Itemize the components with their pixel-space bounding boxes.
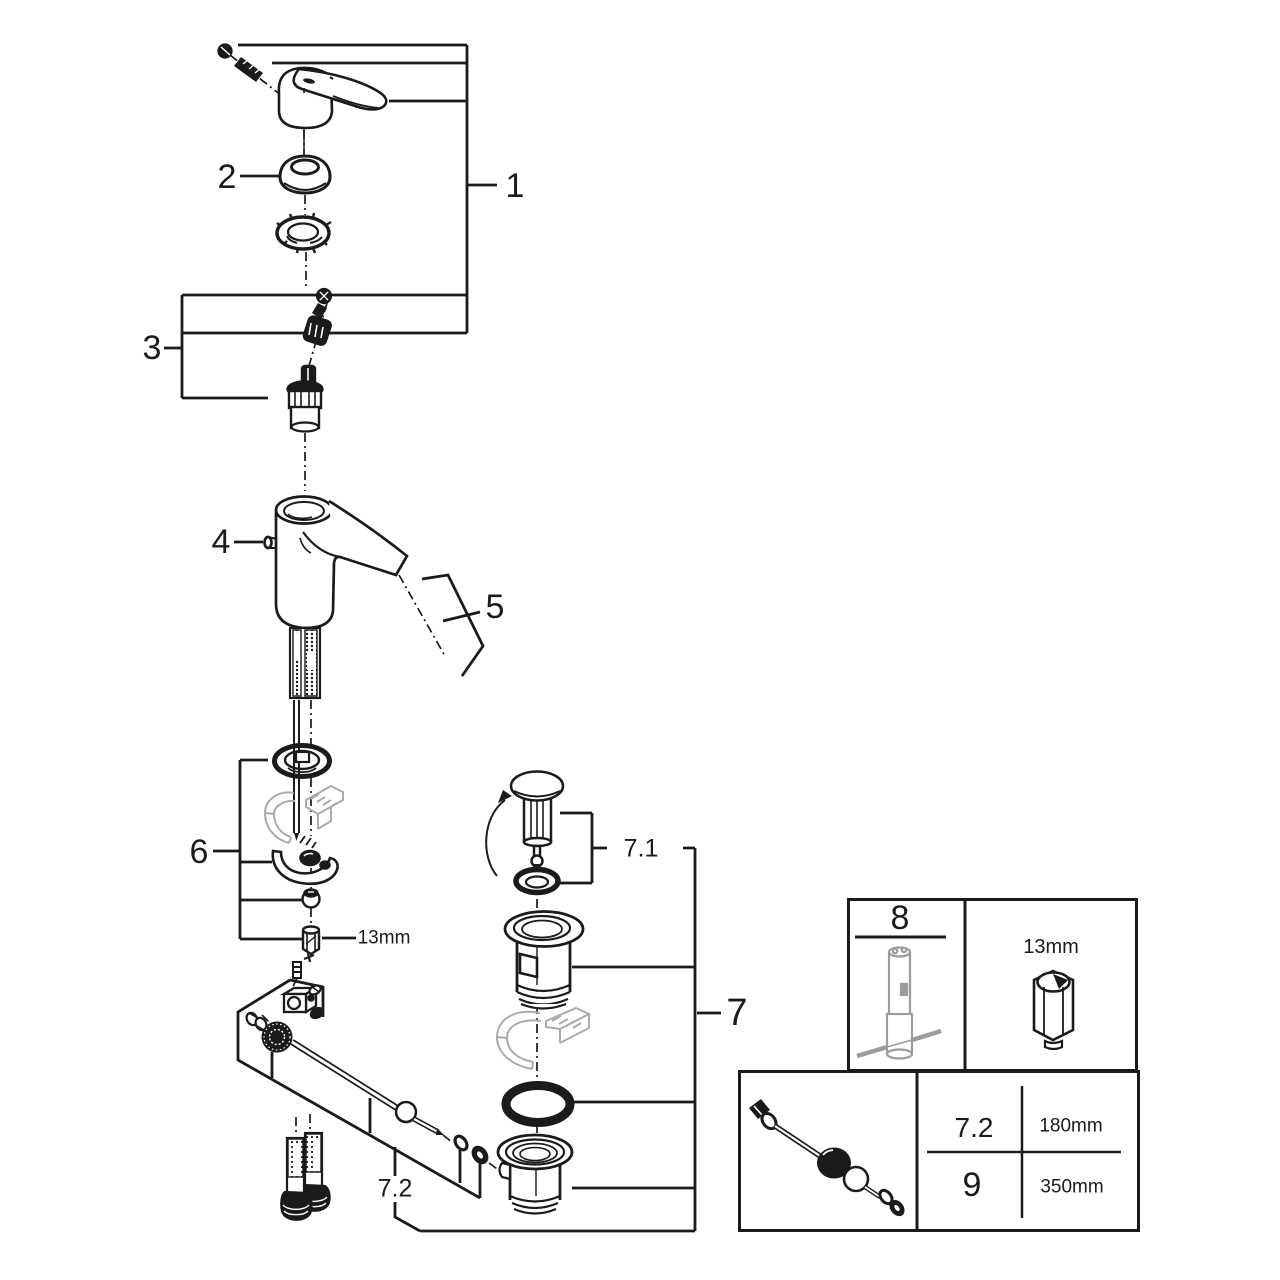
callout-1: 1 <box>505 167 525 205</box>
hex-socket-icon <box>1032 969 1075 1051</box>
rod-info-box <box>738 1070 1140 1232</box>
plug-seal-ring <box>513 866 561 896</box>
callout-5: 5 <box>485 588 505 626</box>
tool-box-part-number: 8 <box>890 899 910 937</box>
mounting-tool-icon <box>856 946 942 1060</box>
mounting-ring <box>275 212 332 254</box>
hex-sleeve <box>301 925 321 956</box>
callout-brackets <box>164 43 721 1233</box>
callout-4: 4 <box>211 523 231 561</box>
phantom-drain-body-upper <box>263 784 344 844</box>
rod-table-part-7-2: 7.2 <box>954 1112 994 1143</box>
phantom-drain-clamp-lower <box>495 1006 592 1070</box>
tool-box-socket-size: 13mm <box>1023 936 1079 958</box>
waste-tailpiece <box>496 1133 574 1215</box>
callout-2: 2 <box>217 158 237 196</box>
rod-o-ring <box>453 1134 469 1152</box>
faucet-body <box>263 495 409 630</box>
rod-set-icon <box>749 1099 905 1217</box>
callout-6: 6 <box>189 833 209 871</box>
rod-washer <box>471 1145 489 1165</box>
callout-7-2: 7.2 <box>377 1174 413 1203</box>
ball-joint <box>301 888 321 909</box>
callout-3: 3 <box>142 329 162 367</box>
callout-7-1: 7.1 <box>623 834 659 863</box>
waste-flange <box>503 910 585 1010</box>
rod-table-length-180: 180mm <box>1039 1115 1103 1137</box>
rod-table-part-9: 9 <box>962 1166 982 1204</box>
cartridge <box>286 364 324 433</box>
supply-hoses <box>280 1131 331 1221</box>
escutcheon-ring <box>272 743 332 779</box>
waste-o-ring <box>501 1081 575 1127</box>
rotation-arrow <box>485 790 512 877</box>
drain-clamp-horseshoe <box>271 835 339 886</box>
pop-up-plug <box>509 770 565 868</box>
pull-rod <box>290 1039 444 1135</box>
handle-screw <box>217 43 263 82</box>
centerline-solid <box>303 129 538 1196</box>
cartridge-screw <box>312 287 333 319</box>
temperature-limiter <box>302 315 332 346</box>
threaded-shank <box>288 626 322 700</box>
callout-7: 7 <box>726 992 748 1034</box>
mounting-stud <box>292 952 315 979</box>
lever-handle <box>277 66 388 130</box>
knurled-nut <box>261 1021 293 1053</box>
hex-size-label: 13mm <box>357 927 411 949</box>
lift-rod <box>293 700 300 841</box>
handle-cap <box>278 154 332 195</box>
clamp-bolt <box>308 984 325 1020</box>
rod-table-length-350: 350mm <box>1040 1176 1104 1198</box>
